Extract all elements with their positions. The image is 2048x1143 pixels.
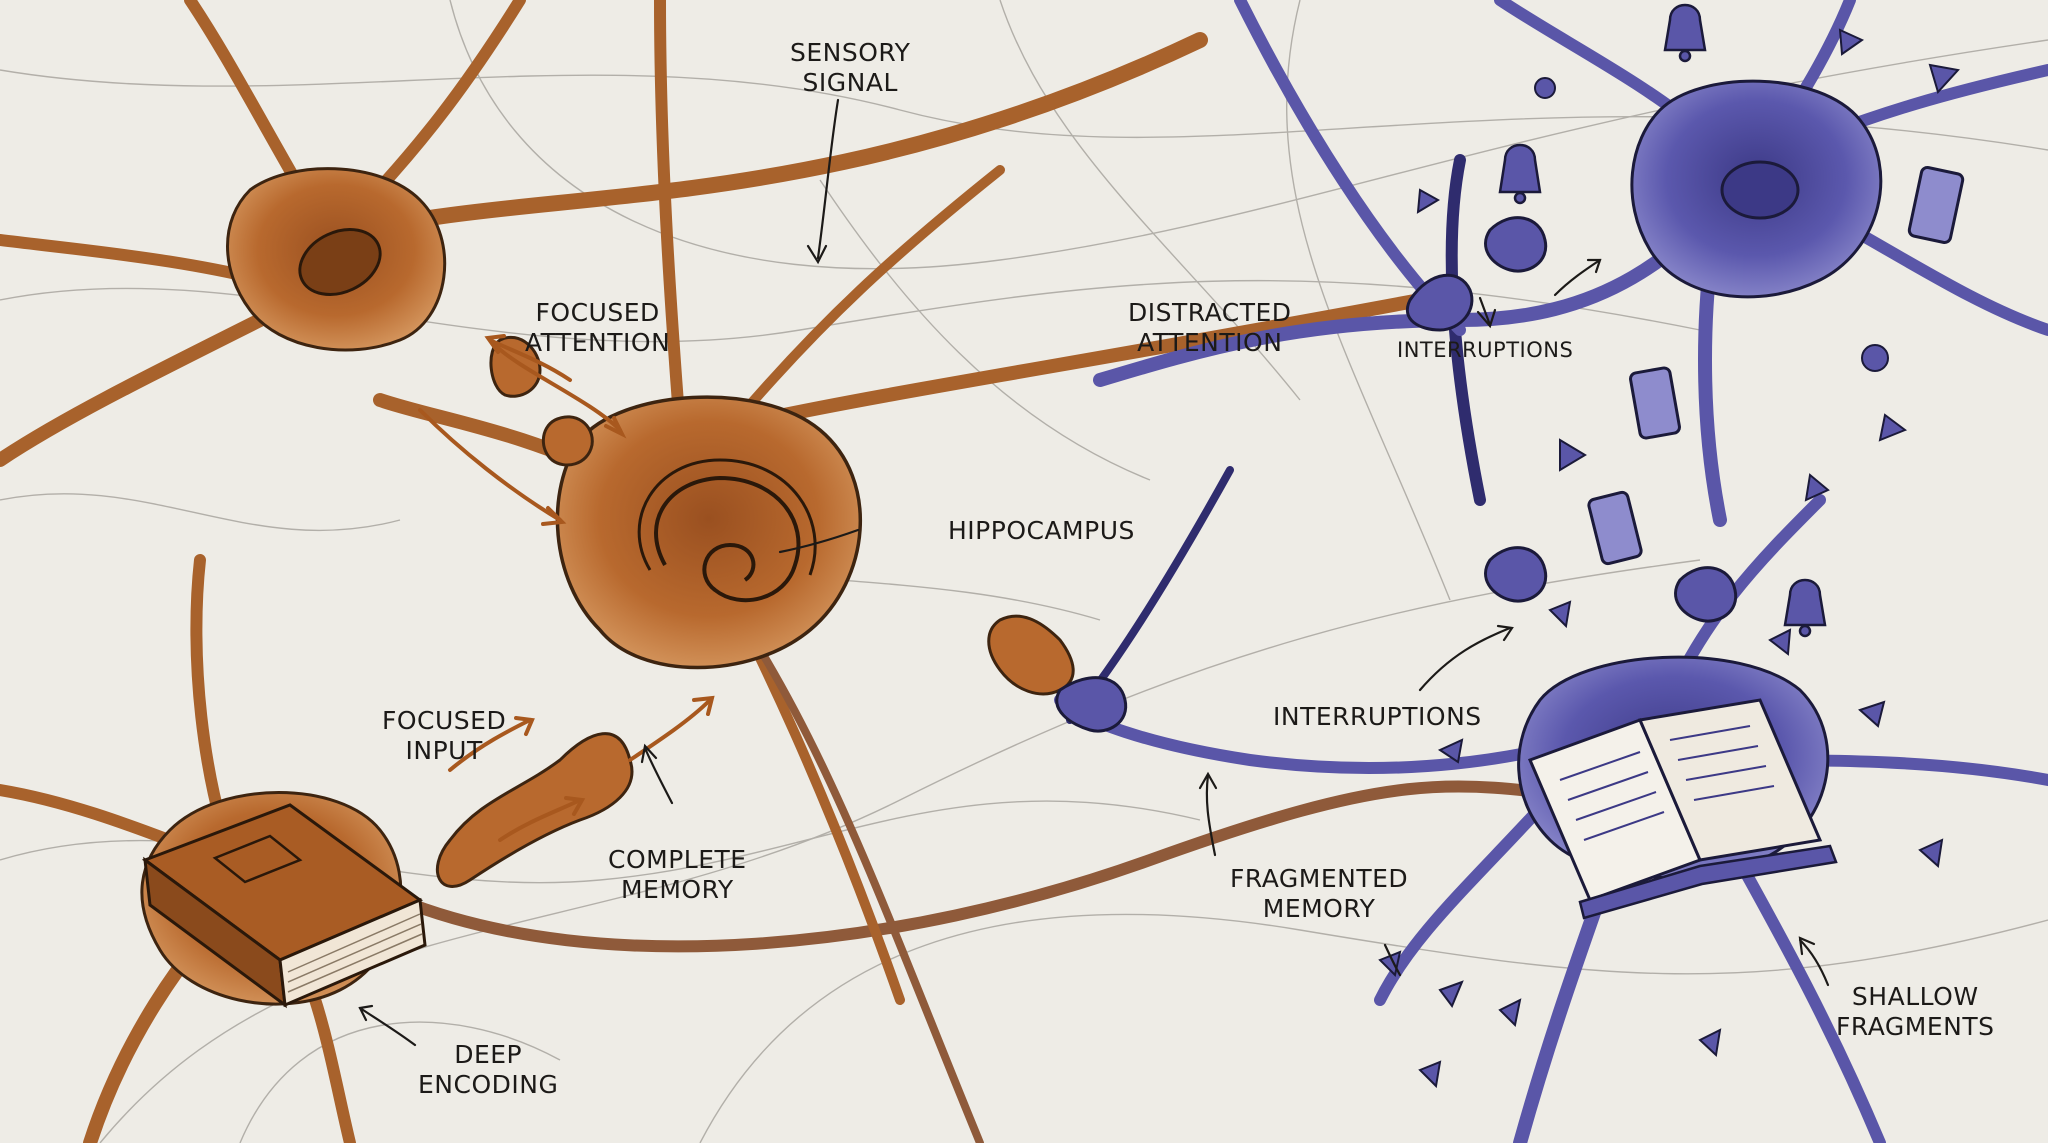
triangle-icon [1416, 28, 1960, 502]
label-hippocampus: HIPPOCAMPUS [948, 516, 1135, 545]
label-complete-memory: COMPLETE MEMORY [608, 845, 747, 904]
focused-neurons [0, 0, 1606, 1143]
label-shallow-fragments: SHALLOW FRAGMENTS [1836, 982, 1995, 1041]
label-fragmented-memory: FRAGMENTED MEMORY [1230, 864, 1409, 923]
label-interruptions-top: INTERRUPTIONS [1397, 338, 1574, 362]
circle-icon [1534, 77, 1889, 372]
distracted-neurons [1054, 0, 2048, 1143]
bell-icon [1498, 3, 1827, 638]
open-book-icon [1527, 698, 1838, 920]
hippocampus-icon [637, 458, 817, 603]
label-deep-encoding: DEEP ENCODING [418, 1040, 559, 1099]
label-interruptions-mid: INTERRUPTIONS [1273, 702, 1482, 731]
phone-icon [1587, 166, 1965, 566]
synapse-gap-2 [987, 614, 1075, 696]
neuron-body-center [555, 395, 863, 670]
label-sensory-signal: SENSORY SIGNAL [790, 38, 911, 97]
label-focused-input: FOCUSED INPUT [382, 706, 507, 765]
label-focused-attention: FOCUSED ATTENTION [525, 298, 671, 357]
book-icon [141, 803, 427, 1009]
fragments [1378, 600, 1944, 1089]
annotation-arrows [358, 98, 1830, 1047]
synapse-gap-1 [435, 732, 634, 888]
label-distracted-attention: DISTRACTED ATTENTION [1128, 298, 1292, 357]
